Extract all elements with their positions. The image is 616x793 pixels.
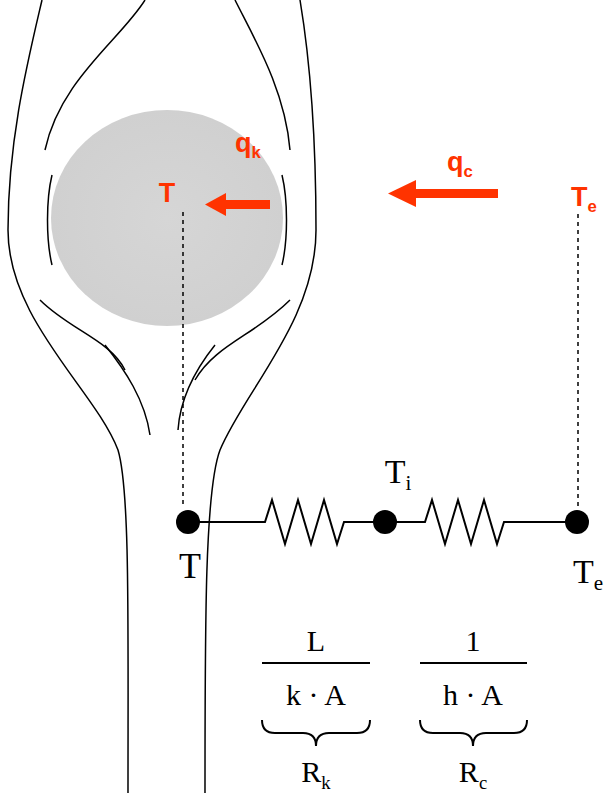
node-label: Te [573,555,603,589]
heat-arrows [205,180,498,216]
resistance-label: Rk [301,757,330,787]
heat-flux-label: qc [447,149,473,176]
resistor-symbol [190,500,577,544]
brackets [262,720,527,746]
heat-flux-label: qk [235,130,261,157]
denominator: k · A [286,680,346,710]
vessel-inner-lines [48,175,287,265]
particle [51,110,283,326]
vessel-outline [8,0,316,793]
temperature-label: T [159,180,176,207]
node-label: Ti [385,455,412,489]
dashed-lines [183,212,578,508]
resistance-label: Rc [459,757,487,787]
fraction-bars [262,662,527,664]
numerator: L [307,626,325,656]
node-label: T [179,548,201,584]
temperature-label: Te [571,184,597,211]
denominator: h · A [443,680,503,710]
numerator: 1 [466,626,481,656]
circuit-node-dots [176,510,589,534]
